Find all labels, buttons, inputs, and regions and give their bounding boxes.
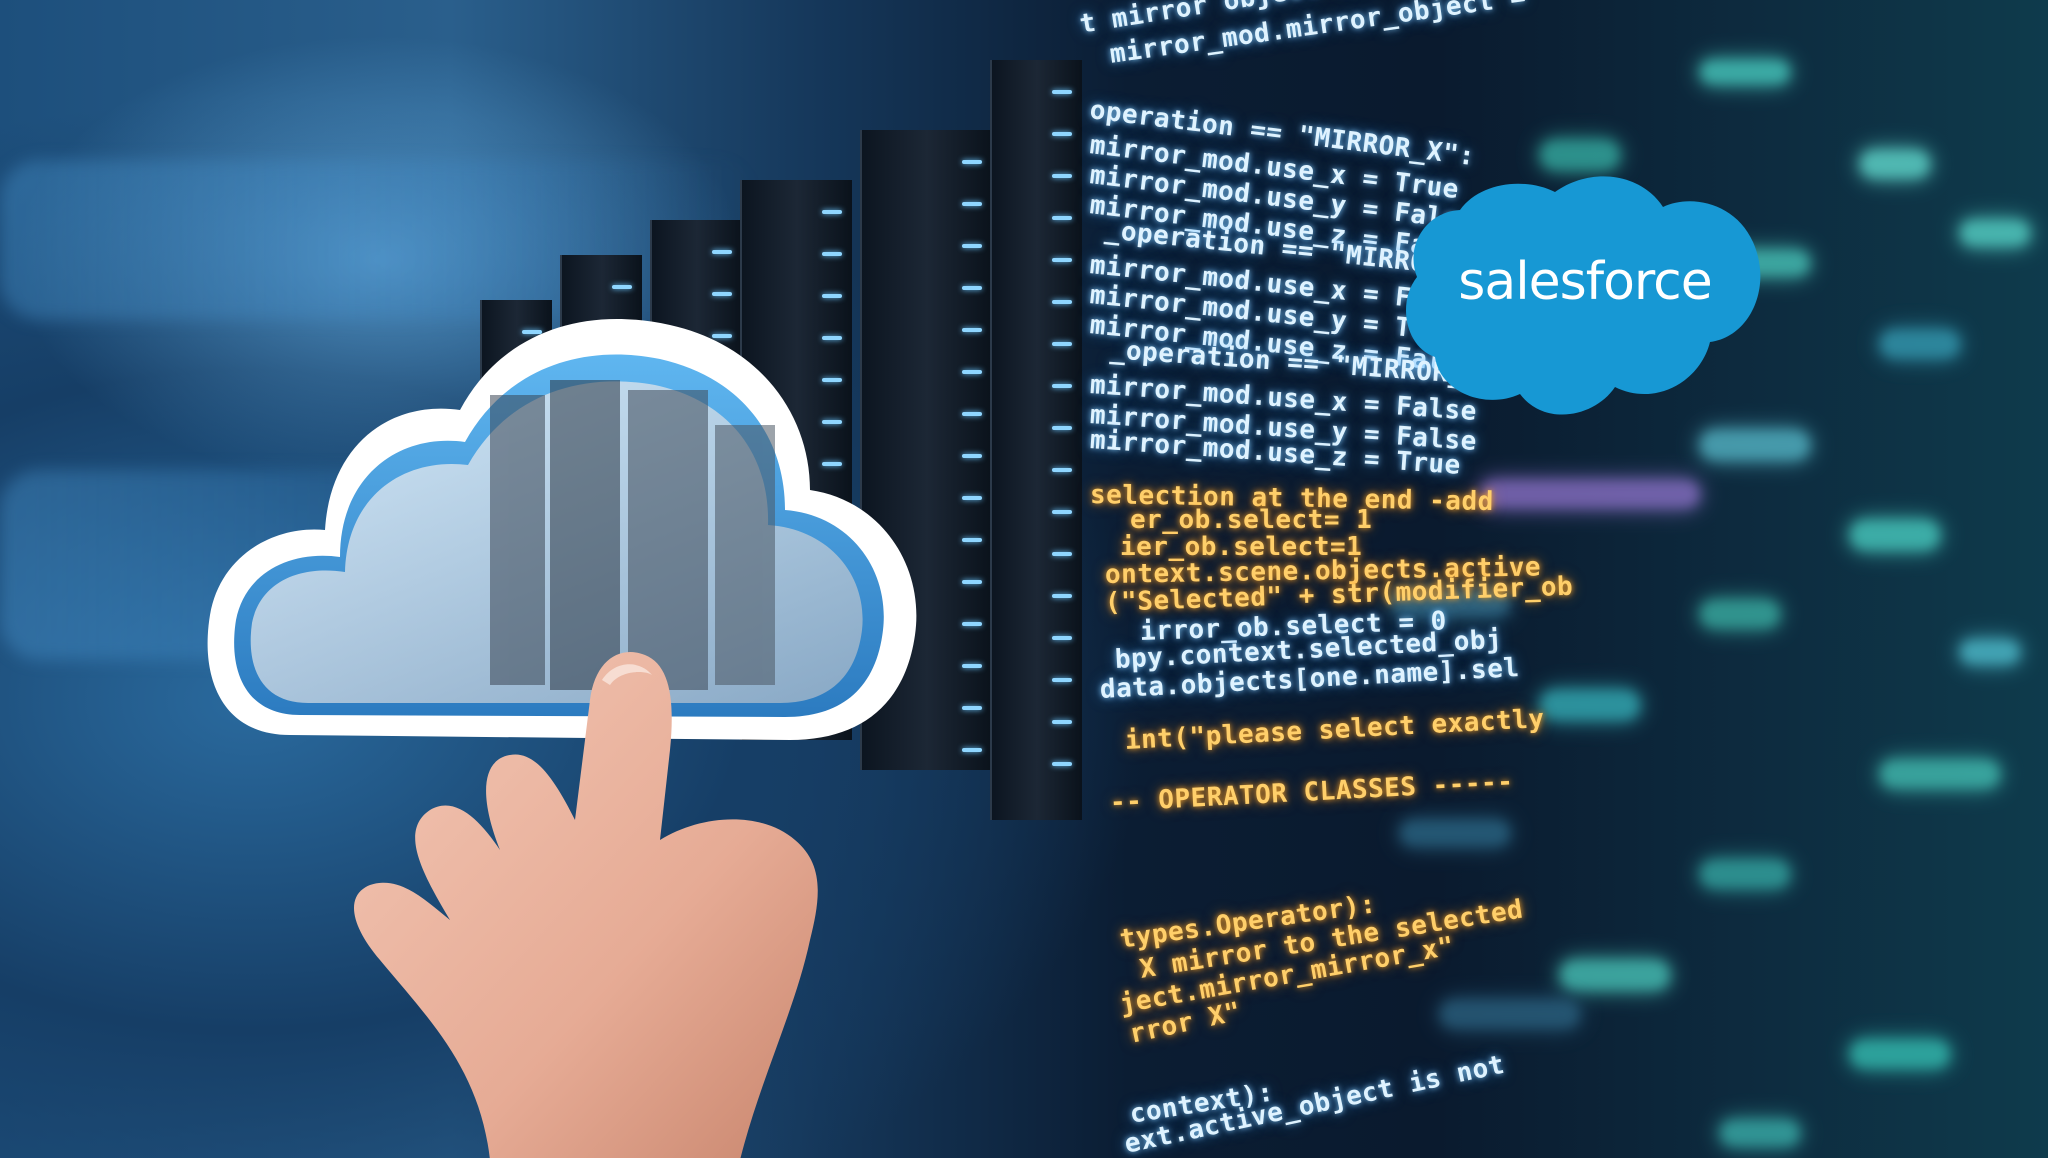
cloud-icon (207, 318, 917, 740)
bokeh-light (1540, 690, 1640, 720)
light-band (0, 160, 760, 320)
code-overlay: t mirror object to mirror_obmirror_mod.m… (1078, 0, 2048, 1158)
rack-led (962, 664, 982, 668)
bokeh-light (1700, 600, 1780, 628)
rack-led (1052, 216, 1072, 220)
bokeh-light (1850, 1040, 1950, 1068)
rack-led (962, 622, 982, 626)
rack-led (1052, 174, 1072, 178)
hand-illustration (354, 652, 818, 1158)
rack-led (1052, 426, 1072, 430)
bokeh-light (1850, 520, 1940, 550)
bokeh-light (1960, 640, 2020, 664)
rack-led (962, 580, 982, 584)
rack-led (1052, 720, 1072, 724)
rack-led (1052, 132, 1072, 136)
rack-led (962, 202, 982, 206)
rack-led (962, 160, 982, 164)
rack-led (962, 370, 982, 374)
code-line: ier_ob.select=1 (1120, 532, 1363, 562)
rack-led (962, 454, 982, 458)
rack-led (522, 330, 542, 334)
rack-led (1052, 258, 1072, 262)
bokeh-light (1390, 590, 1510, 616)
server-rack (990, 60, 1082, 820)
rack-led (962, 328, 982, 332)
rack-led (962, 286, 982, 290)
rack-led (612, 285, 632, 289)
rack-led (822, 462, 842, 466)
rack-led (1052, 762, 1072, 766)
rack-led (962, 244, 982, 248)
bokeh-light (1400, 820, 1510, 846)
bokeh-light (1440, 1000, 1580, 1028)
rack-led (1052, 384, 1072, 388)
rack-led (822, 420, 842, 424)
bokeh-light (1880, 760, 2000, 788)
rack-led (962, 412, 982, 416)
rack-led (822, 336, 842, 340)
rack-led (1052, 510, 1072, 514)
rack-led (1052, 468, 1072, 472)
rack-led (962, 706, 982, 710)
rack-led (1052, 300, 1072, 304)
bokeh-light (1700, 430, 1810, 460)
rack-led (822, 378, 842, 382)
rack-led (962, 748, 982, 752)
salesforce-logo (1405, 176, 1761, 415)
rack-led (1052, 90, 1072, 94)
rack-led (712, 250, 732, 254)
rack-led (822, 210, 842, 214)
code-line: int("please select exactly (1124, 704, 1546, 756)
rack-led (712, 292, 732, 296)
rack-led (1052, 636, 1072, 640)
rack-led (1052, 342, 1072, 346)
rack-led (1052, 552, 1072, 556)
rack-led (962, 496, 982, 500)
rack-led (712, 334, 732, 338)
salesforce-logo-text: salesforce (1458, 252, 1712, 312)
bokeh-light (1720, 1120, 1800, 1146)
bokeh-light (1860, 150, 1930, 178)
bokeh-light (1540, 140, 1620, 170)
rack-led (822, 252, 842, 256)
rack-led (962, 538, 982, 542)
bokeh-light (1560, 960, 1670, 990)
code-line: er_ob.select= 1 (1130, 505, 1373, 535)
bokeh-light (1480, 480, 1700, 508)
bokeh-light (1700, 60, 1790, 84)
rack-led (822, 294, 842, 298)
bokeh-light (1960, 220, 2030, 246)
rack-led (1052, 678, 1072, 682)
rack-led (1052, 594, 1072, 598)
bokeh-light (1880, 330, 1960, 358)
code-line: -- OPERATOR CLASSES ----- (1109, 766, 1515, 818)
bokeh-light (1700, 860, 1790, 888)
